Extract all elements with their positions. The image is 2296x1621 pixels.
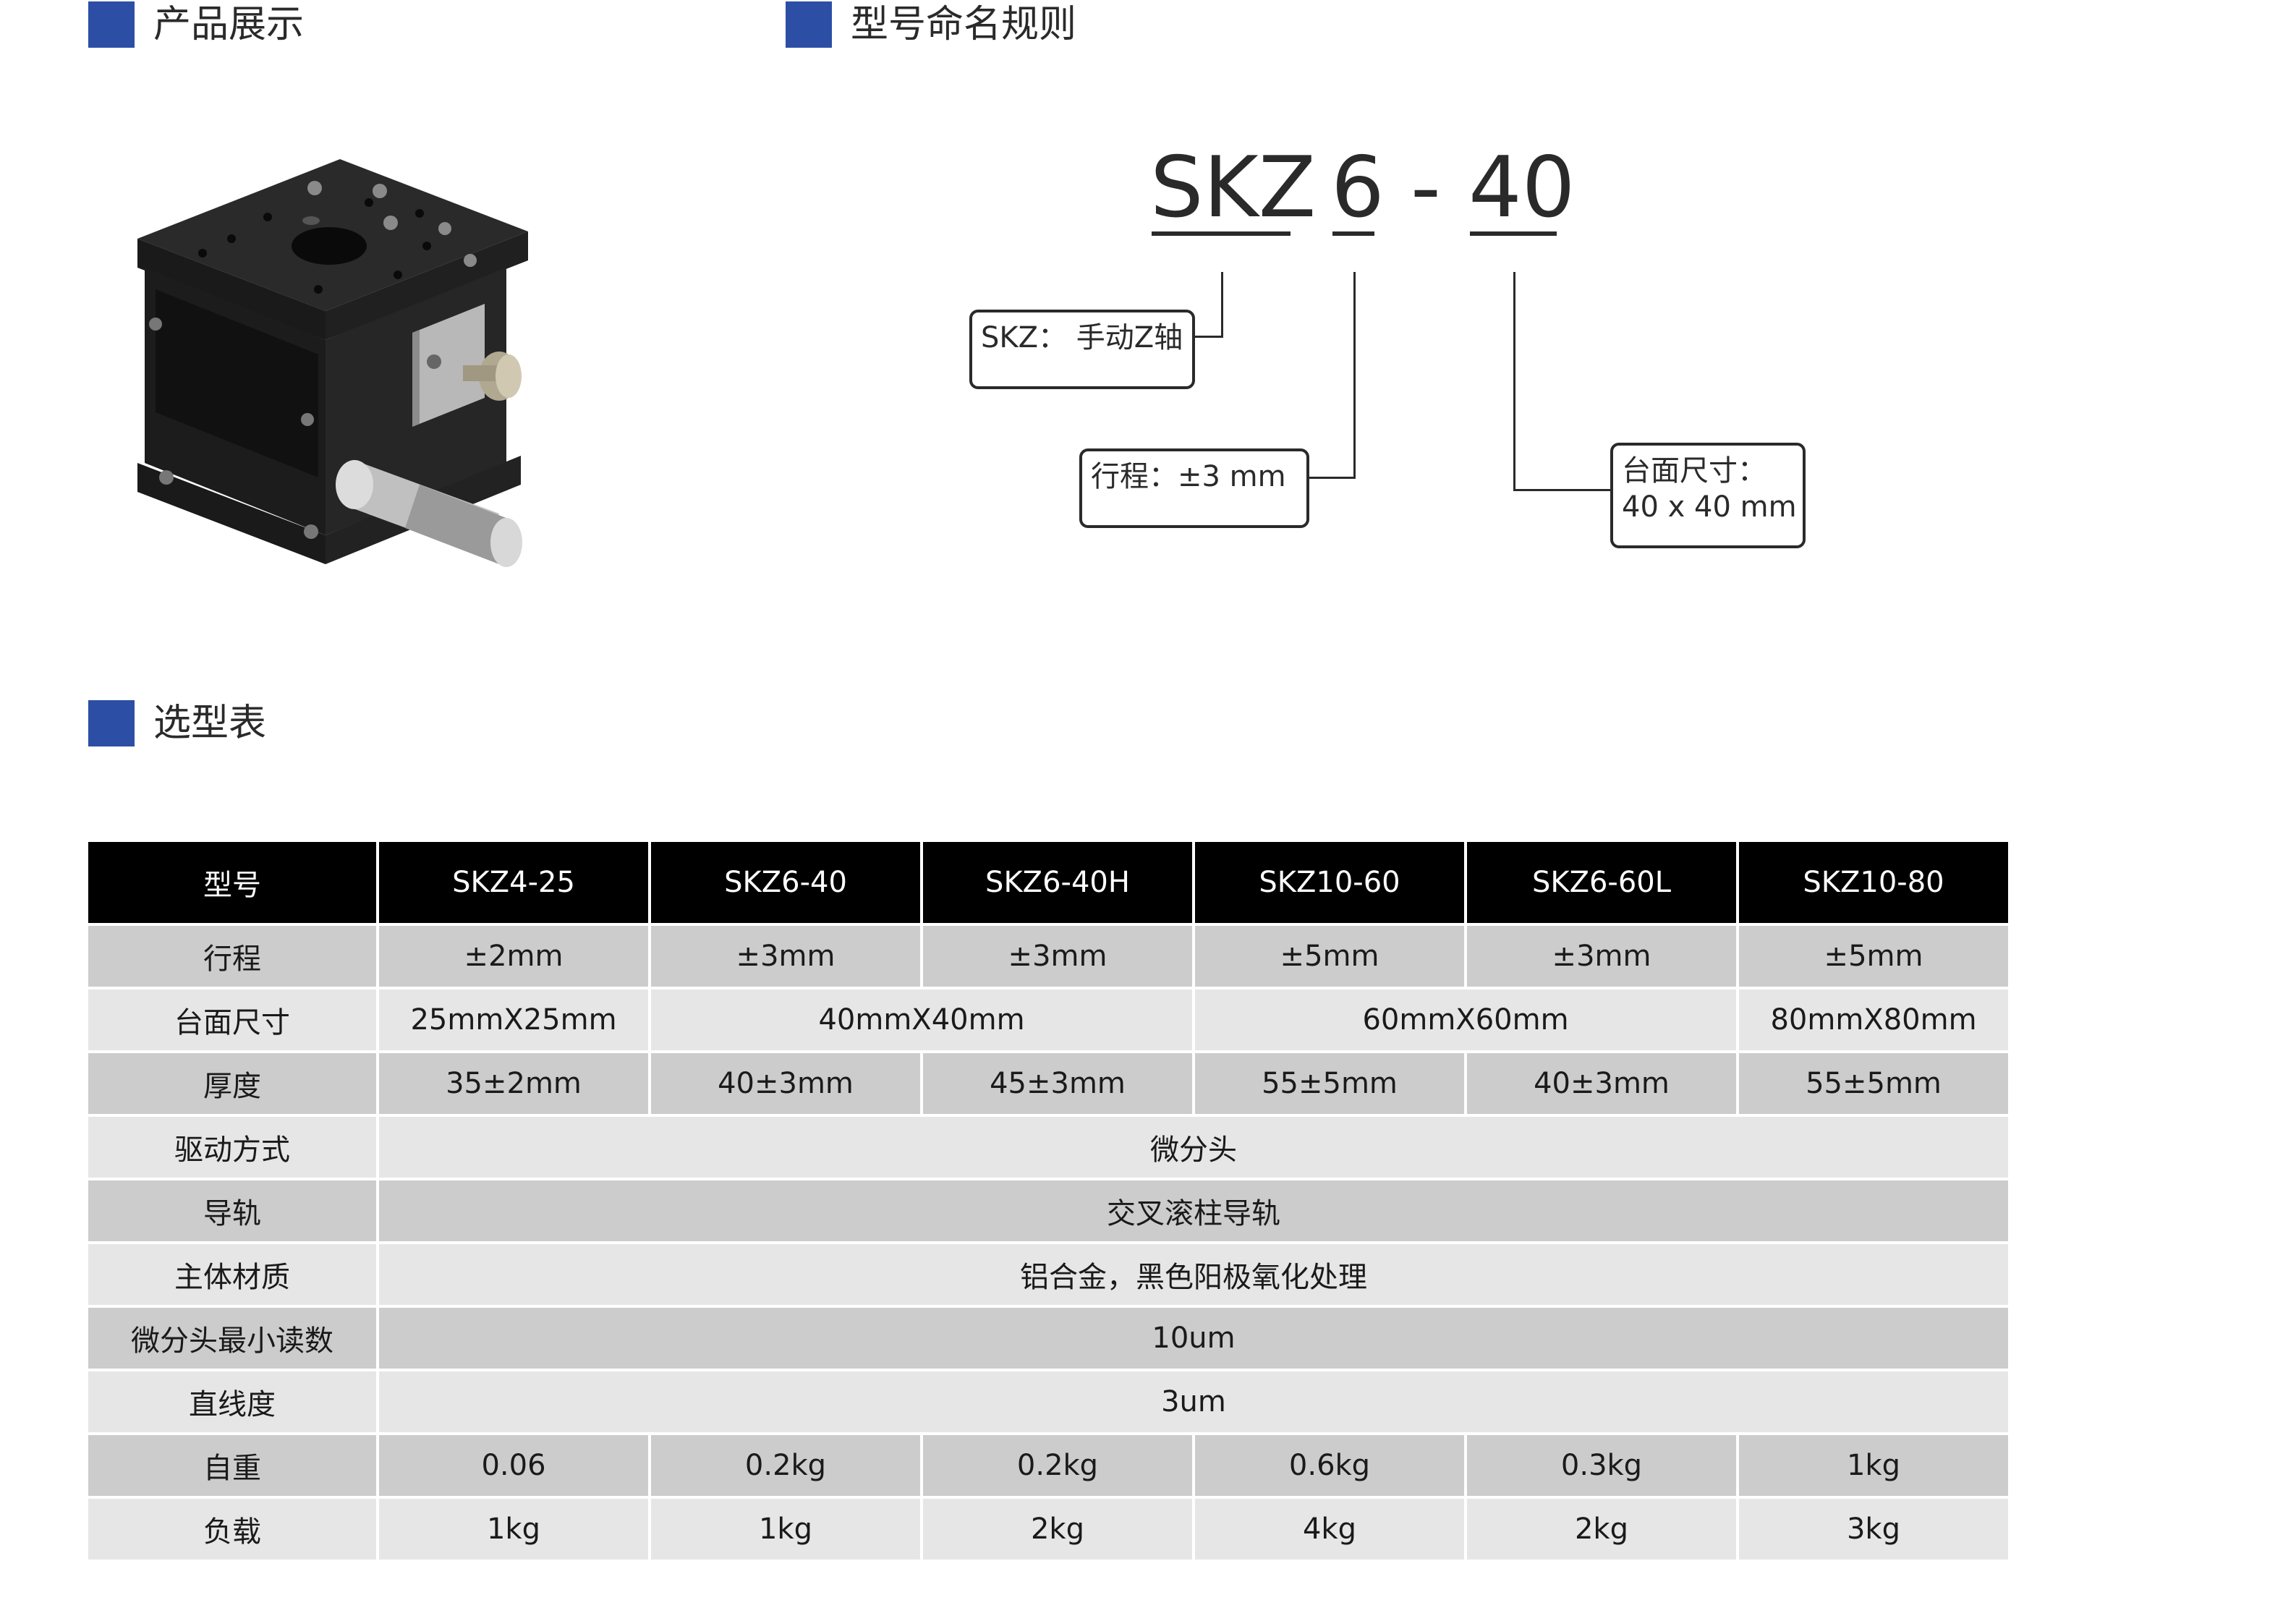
prefix-underline <box>1152 231 1291 236</box>
connector-line <box>1221 272 1223 337</box>
table-cell: 0.2kg <box>651 1435 920 1496</box>
table-cell: ±5mm <box>1195 926 1464 987</box>
row-label: 微分头最小读数 <box>88 1308 376 1369</box>
section-title-text: 产品展示 <box>153 3 305 46</box>
size-explanation-box: 台面尺寸： 40 x 40 mm <box>1610 443 1806 548</box>
table-cell: 4kg <box>1195 1499 1464 1560</box>
table-cell: 40±3mm <box>1467 1053 1736 1114</box>
table-cell: 交叉滚柱导轨 <box>379 1180 2008 1241</box>
row-label: 驱动方式 <box>88 1117 376 1178</box>
table-row: 自重 0.06 0.2kg 0.2kg 0.6kg 0.3kg 1kg <box>88 1435 2008 1496</box>
table-cell: 铝合金，黑色阳极氧化处理 <box>379 1244 2008 1305</box>
table-header-cell: SKZ6-40 <box>651 842 920 923</box>
row-label: 行程 <box>88 926 376 987</box>
table-cell: ±2mm <box>379 926 648 987</box>
table-header-cell: SKZ10-60 <box>1195 842 1464 923</box>
table-cell: 微分头 <box>379 1117 2008 1178</box>
table-cell: 0.6kg <box>1195 1435 1464 1496</box>
table-row: 台面尺寸 25mmX25mm 40mmX40mm 60mmX60mm 80mmX… <box>88 990 2008 1050</box>
connector-line <box>1308 477 1356 479</box>
table-cell: 0.06 <box>379 1435 648 1496</box>
row-label: 直线度 <box>88 1371 376 1432</box>
table-cell: 1kg <box>379 1499 648 1560</box>
section-marker <box>786 1 832 48</box>
row-label: 自重 <box>88 1435 376 1496</box>
connector-line <box>1194 336 1223 338</box>
table-header-row: 型号 SKZ4-25 SKZ6-40 SKZ6-40H SKZ10-60 SKZ… <box>88 842 2008 923</box>
table-cell: 2kg <box>923 1499 1192 1560</box>
table-header-cell: SKZ6-40H <box>923 842 1192 923</box>
naming-diagram: SKZ 6 - 40 SKZ： 手动Z轴 行程：±3 mm 台面尺寸： 40 x… <box>933 130 1845 564</box>
table-cell: 55±5mm <box>1195 1053 1464 1114</box>
table-cell: ±3mm <box>923 926 1192 987</box>
stroke-underline <box>1332 231 1374 236</box>
table-cell: 40±3mm <box>651 1053 920 1114</box>
table-cell: 40mmX40mm <box>651 990 1192 1050</box>
table-header-cell: SKZ6-60L <box>1467 842 1736 923</box>
size-underline <box>1470 231 1557 236</box>
size-box-line1: 台面尺寸： <box>1622 454 1766 488</box>
table-row: 厚度 35±2mm 40±3mm 45±3mm 55±5mm 40±3mm 55… <box>88 1053 2008 1114</box>
table-cell: 0.3kg <box>1467 1435 1736 1496</box>
section-title-text: 选型表 <box>153 702 267 745</box>
table-cell: 25mmX25mm <box>379 990 648 1050</box>
table-row: 直线度 3um <box>88 1371 2008 1432</box>
model-prefix: SKZ <box>1150 139 1317 237</box>
table-cell: ±5mm <box>1739 926 2008 987</box>
section-product-display: 产品展示 <box>88 1 304 48</box>
table-row: 负载 1kg 1kg 2kg 4kg 2kg 3kg <box>88 1499 2008 1560</box>
connector-line <box>1513 272 1515 490</box>
prefix-explanation-box: SKZ： 手动Z轴 <box>969 310 1195 389</box>
row-label: 主体材质 <box>88 1244 376 1305</box>
table-row: 主体材质 铝合金，黑色阳极氧化处理 <box>88 1244 2008 1305</box>
connector-line <box>1513 489 1613 491</box>
table-cell: 10um <box>379 1308 2008 1369</box>
row-label: 导轨 <box>88 1180 376 1241</box>
model-dash: - <box>1411 139 1441 237</box>
model-size-code: 40 <box>1468 139 1576 237</box>
table-cell: 80mmX80mm <box>1739 990 2008 1050</box>
model-stroke-code: 6 <box>1331 139 1385 237</box>
table-row: 导轨 交叉滚柱导轨 <box>88 1180 2008 1241</box>
table-cell: 0.2kg <box>923 1435 1192 1496</box>
table-row: 驱动方式 微分头 <box>88 1117 2008 1178</box>
row-label: 台面尺寸 <box>88 990 376 1050</box>
table-cell: 1kg <box>651 1499 920 1560</box>
table-row: 微分头最小读数 10um <box>88 1308 2008 1369</box>
table-cell: 35±2mm <box>379 1053 648 1114</box>
row-label: 厚度 <box>88 1053 376 1114</box>
product-image <box>123 130 557 593</box>
connector-line <box>1353 272 1356 479</box>
table-cell: 2kg <box>1467 1499 1736 1560</box>
section-naming-rules: 型号命名规则 <box>786 1 1076 48</box>
section-title-text: 型号命名规则 <box>851 3 1077 46</box>
section-marker <box>88 700 135 746</box>
table-header-cell: SKZ10-80 <box>1739 842 2008 923</box>
table-cell: 3um <box>379 1371 2008 1432</box>
table-cell: ±3mm <box>651 926 920 987</box>
table-header-cell: 型号 <box>88 842 376 923</box>
table-cell: 60mmX60mm <box>1195 990 1736 1050</box>
table-cell: 1kg <box>1739 1435 2008 1496</box>
row-label: 负载 <box>88 1499 376 1560</box>
size-box-line2: 40 x 40 mm <box>1622 490 1797 524</box>
table-cell: 55±5mm <box>1739 1053 2008 1114</box>
selection-table: 型号 SKZ4-25 SKZ6-40 SKZ6-40H SKZ10-60 SKZ… <box>85 839 2011 1562</box>
stroke-explanation-box: 行程：±3 mm <box>1079 448 1309 528</box>
table-row: 行程 ±2mm ±3mm ±3mm ±5mm ±3mm ±5mm <box>88 926 2008 987</box>
table-header-cell: SKZ4-25 <box>379 842 648 923</box>
section-selection-table: 选型表 <box>88 700 266 746</box>
table-cell: 3kg <box>1739 1499 2008 1560</box>
table-cell: ±3mm <box>1467 926 1736 987</box>
table-cell: 45±3mm <box>923 1053 1192 1114</box>
section-marker <box>88 1 135 48</box>
